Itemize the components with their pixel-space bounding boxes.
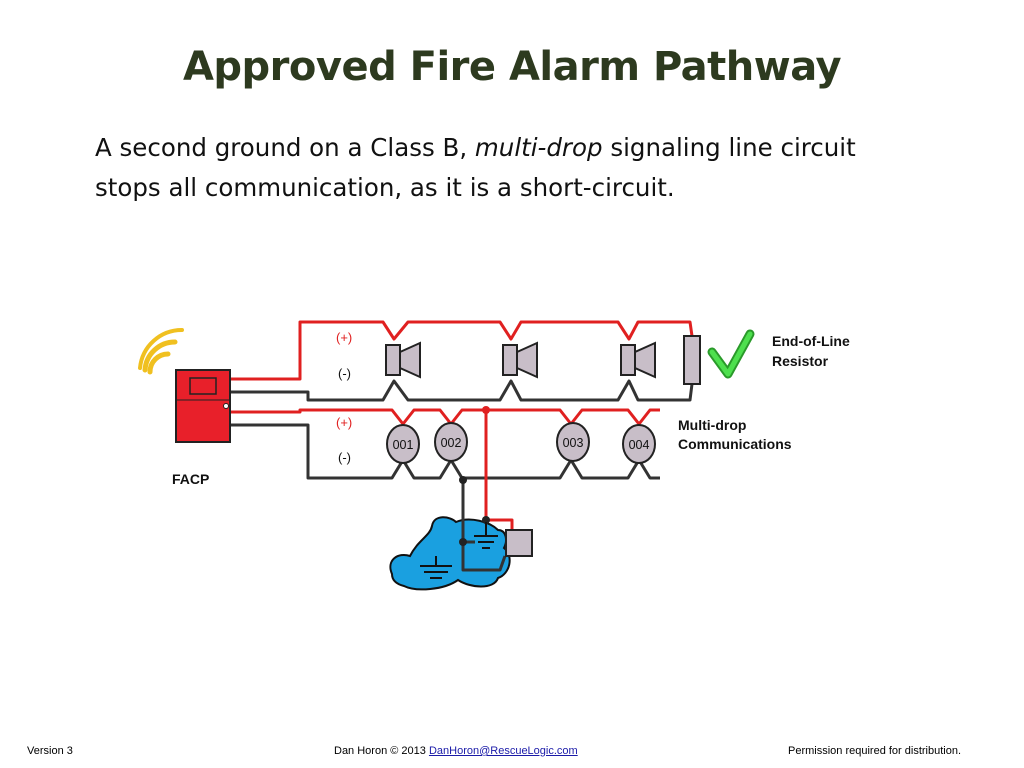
slc-negative-wire [230, 423, 660, 480]
horn-speaker-icon [502, 341, 538, 379]
slide-subtitle: A second ground on a Class B, multi-drop… [95, 128, 895, 208]
ground-symbol-icon [420, 556, 452, 579]
slc-device: 003 [556, 422, 590, 462]
nac-negative-wire [230, 379, 694, 402]
footer-credit: Dan Horon © 2013 DanHoron@RescueLogic.co… [334, 745, 578, 757]
slc-positive-label: (+) [336, 415, 352, 430]
junction-dot [459, 538, 467, 546]
slc-device: 002 [434, 422, 468, 462]
footer-author: Dan Horon © 2013 [334, 745, 429, 757]
footer-email-link[interactable]: DanHoron@RescueLogic.com [428, 745, 578, 757]
footer-permission: Permission required for distribution. [788, 745, 962, 757]
nac-positive-wire [230, 320, 694, 381]
nac-negative-label: (-) [338, 366, 351, 381]
eol-label-line2: Resistor [772, 353, 829, 369]
junction-dot [482, 516, 490, 524]
ground-symbol-icon [474, 522, 498, 549]
end-of-line-resistor [683, 335, 701, 385]
facp-panel [175, 369, 231, 443]
ground-fault-wire-negative [461, 478, 507, 572]
subtitle-text-1: A second ground on a Class B, [95, 133, 475, 162]
footer-version: Version 3 [27, 745, 73, 757]
device-address: 002 [441, 436, 462, 450]
device-address: 004 [629, 438, 650, 452]
device-address: 003 [563, 436, 584, 450]
water-puddle [389, 516, 511, 591]
nac-circuit [230, 320, 694, 402]
slc-positive-wire [230, 408, 660, 426]
subtitle-text-2: signaling line circuit stops all communi… [95, 133, 856, 202]
nac-positive-label: (+) [336, 330, 352, 345]
slc-device: 004 [622, 424, 656, 464]
facp-label: FACP [172, 471, 209, 487]
ground-fault-wire-positive [484, 410, 514, 530]
multidrop-label-line1: Multi-drop [678, 417, 746, 433]
eol-label-line1: End-of-Line [772, 333, 850, 349]
horn-speaker-icon [385, 341, 421, 379]
slide-title: Approved Fire Alarm Pathway [182, 44, 842, 90]
slc-negative-label: (-) [338, 450, 351, 465]
device-address: 001 [393, 438, 414, 452]
junction-dot [459, 476, 467, 484]
horn-speaker-icon [620, 341, 656, 379]
subtitle-emphasis: multi-drop [474, 133, 603, 162]
slc-device: 001 [386, 424, 420, 464]
ground-junction-box [505, 529, 533, 557]
junction-dot [482, 406, 490, 414]
wireless-signal-icon [138, 327, 184, 375]
multidrop-label-line2: Communications [678, 436, 792, 452]
slc-circuit [230, 408, 660, 480]
